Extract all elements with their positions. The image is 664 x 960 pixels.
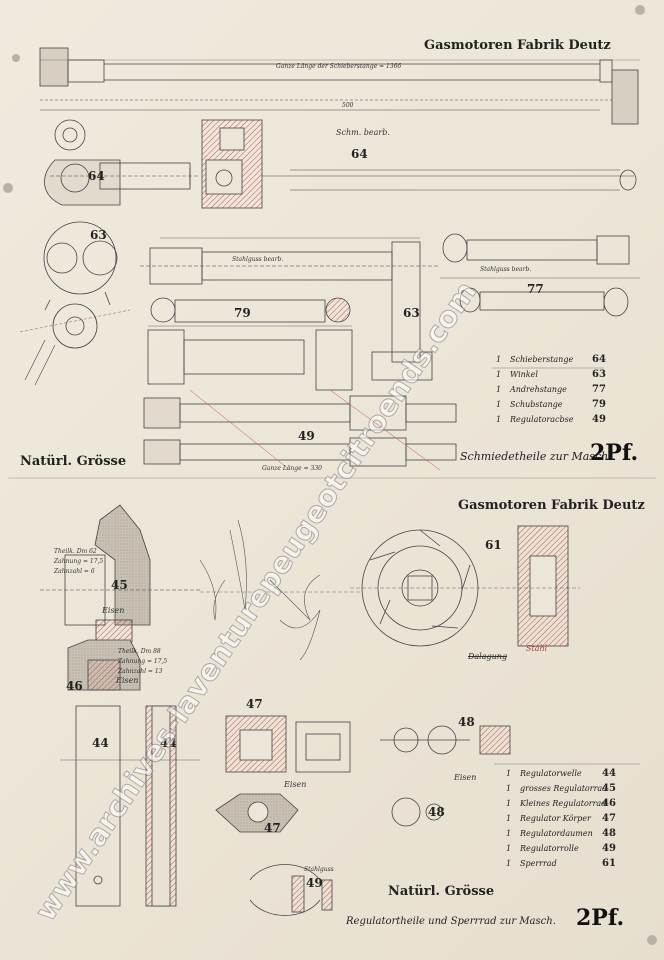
sheet-size-bottom: 2Pf. — [576, 905, 625, 931]
gear-note-3: Zahnzahl = 6 — [54, 568, 95, 575]
part-63-bar — [140, 237, 440, 381]
gear-note-2: Zahnung = 17,5 — [54, 558, 104, 565]
gear-note-6: Zahnzahl = 13 — [118, 668, 163, 675]
part-label-79: 79 — [234, 306, 251, 320]
note-length: Ganze Länge der Schieberstange = 1366 — [276, 63, 402, 70]
part-label-48b: 48 — [428, 805, 445, 819]
part-label-64a: 64 — [88, 169, 105, 183]
note-eisen-3: Eisen — [284, 780, 307, 789]
note-schm: Schm. bearb. — [336, 128, 390, 137]
note-eisen-4: Eisen — [454, 773, 477, 782]
part-label-44b: 44 — [160, 736, 177, 750]
part-63-winkel — [19, 221, 131, 386]
part-label-49-top: 49 — [298, 429, 315, 443]
note-eisen-2: Eisen — [116, 676, 139, 685]
part-64-block — [201, 119, 637, 209]
part-49-roller — [249, 864, 333, 916]
part-47-body — [215, 715, 351, 833]
gear-note-5: Zahnung = 17,5 — [118, 658, 168, 665]
part-45-46-gears — [40, 504, 200, 691]
gear-note-4: Theilk. Dm 88 — [118, 648, 161, 655]
part-label-77: 77 — [527, 282, 544, 296]
part-77-rod — [440, 233, 640, 317]
scale-note-bottom: Natürl. Grösse — [388, 884, 495, 899]
company-title-top: Gasmotoren Fabrik Deutz — [424, 38, 611, 53]
pin-holes — [3, 5, 657, 945]
part-label-44a: 44 — [92, 736, 109, 750]
part-label-46: 46 — [66, 679, 83, 693]
part-label-49-bottom: 49 — [306, 876, 323, 890]
note-dalagung: Dalagung — [468, 652, 508, 661]
sheet-title-top: Schmiedetheile zur Masch. — [460, 450, 612, 463]
note-eisen-1: Eisen — [102, 606, 125, 615]
gear-teeth-sketch — [199, 519, 360, 661]
part-label-63b: 63 — [403, 306, 420, 320]
scale-note-top: Natürl. Grösse — [20, 454, 127, 469]
sheet-size-top: 2Pf. — [590, 440, 639, 466]
parts-list-rules — [492, 367, 640, 765]
sheet-title-bottom: Regulatortheile und Sperrrad zur Masch. — [346, 916, 556, 927]
note-ganze: Ganze Länge = 330 — [262, 465, 322, 472]
note-stahlguss-1: Stahlguss bearb. — [232, 256, 284, 263]
part-label-48a: 48 — [458, 715, 475, 729]
part-79-rod — [147, 297, 353, 391]
part-label-63a: 63 — [90, 228, 107, 242]
part-label-47a: 47 — [246, 697, 263, 711]
note-500: 500 — [342, 102, 354, 109]
company-title-bottom: Gasmotoren Fabrik Deutz — [458, 498, 645, 513]
note-stahlguss-2: Stahlguss bearb. — [480, 266, 532, 273]
part-label-45: 45 — [111, 578, 128, 592]
part-64-long-rod — [39, 47, 640, 125]
part-49-axle — [143, 389, 457, 471]
part-44-shaft — [60, 705, 200, 907]
part-61-ratchet — [350, 525, 580, 647]
part-label-61: 61 — [485, 538, 502, 552]
part-label-47b: 47 — [264, 821, 281, 835]
gear-note-1: Theilk. Dm 62 — [54, 548, 97, 555]
note-stahl: Stahl — [526, 644, 548, 653]
part-64-profile — [44, 119, 200, 206]
part-label-64b: 64 — [351, 147, 368, 161]
note-stahlguss: Stahlguss — [304, 866, 334, 873]
part-48-cam — [380, 725, 511, 827]
